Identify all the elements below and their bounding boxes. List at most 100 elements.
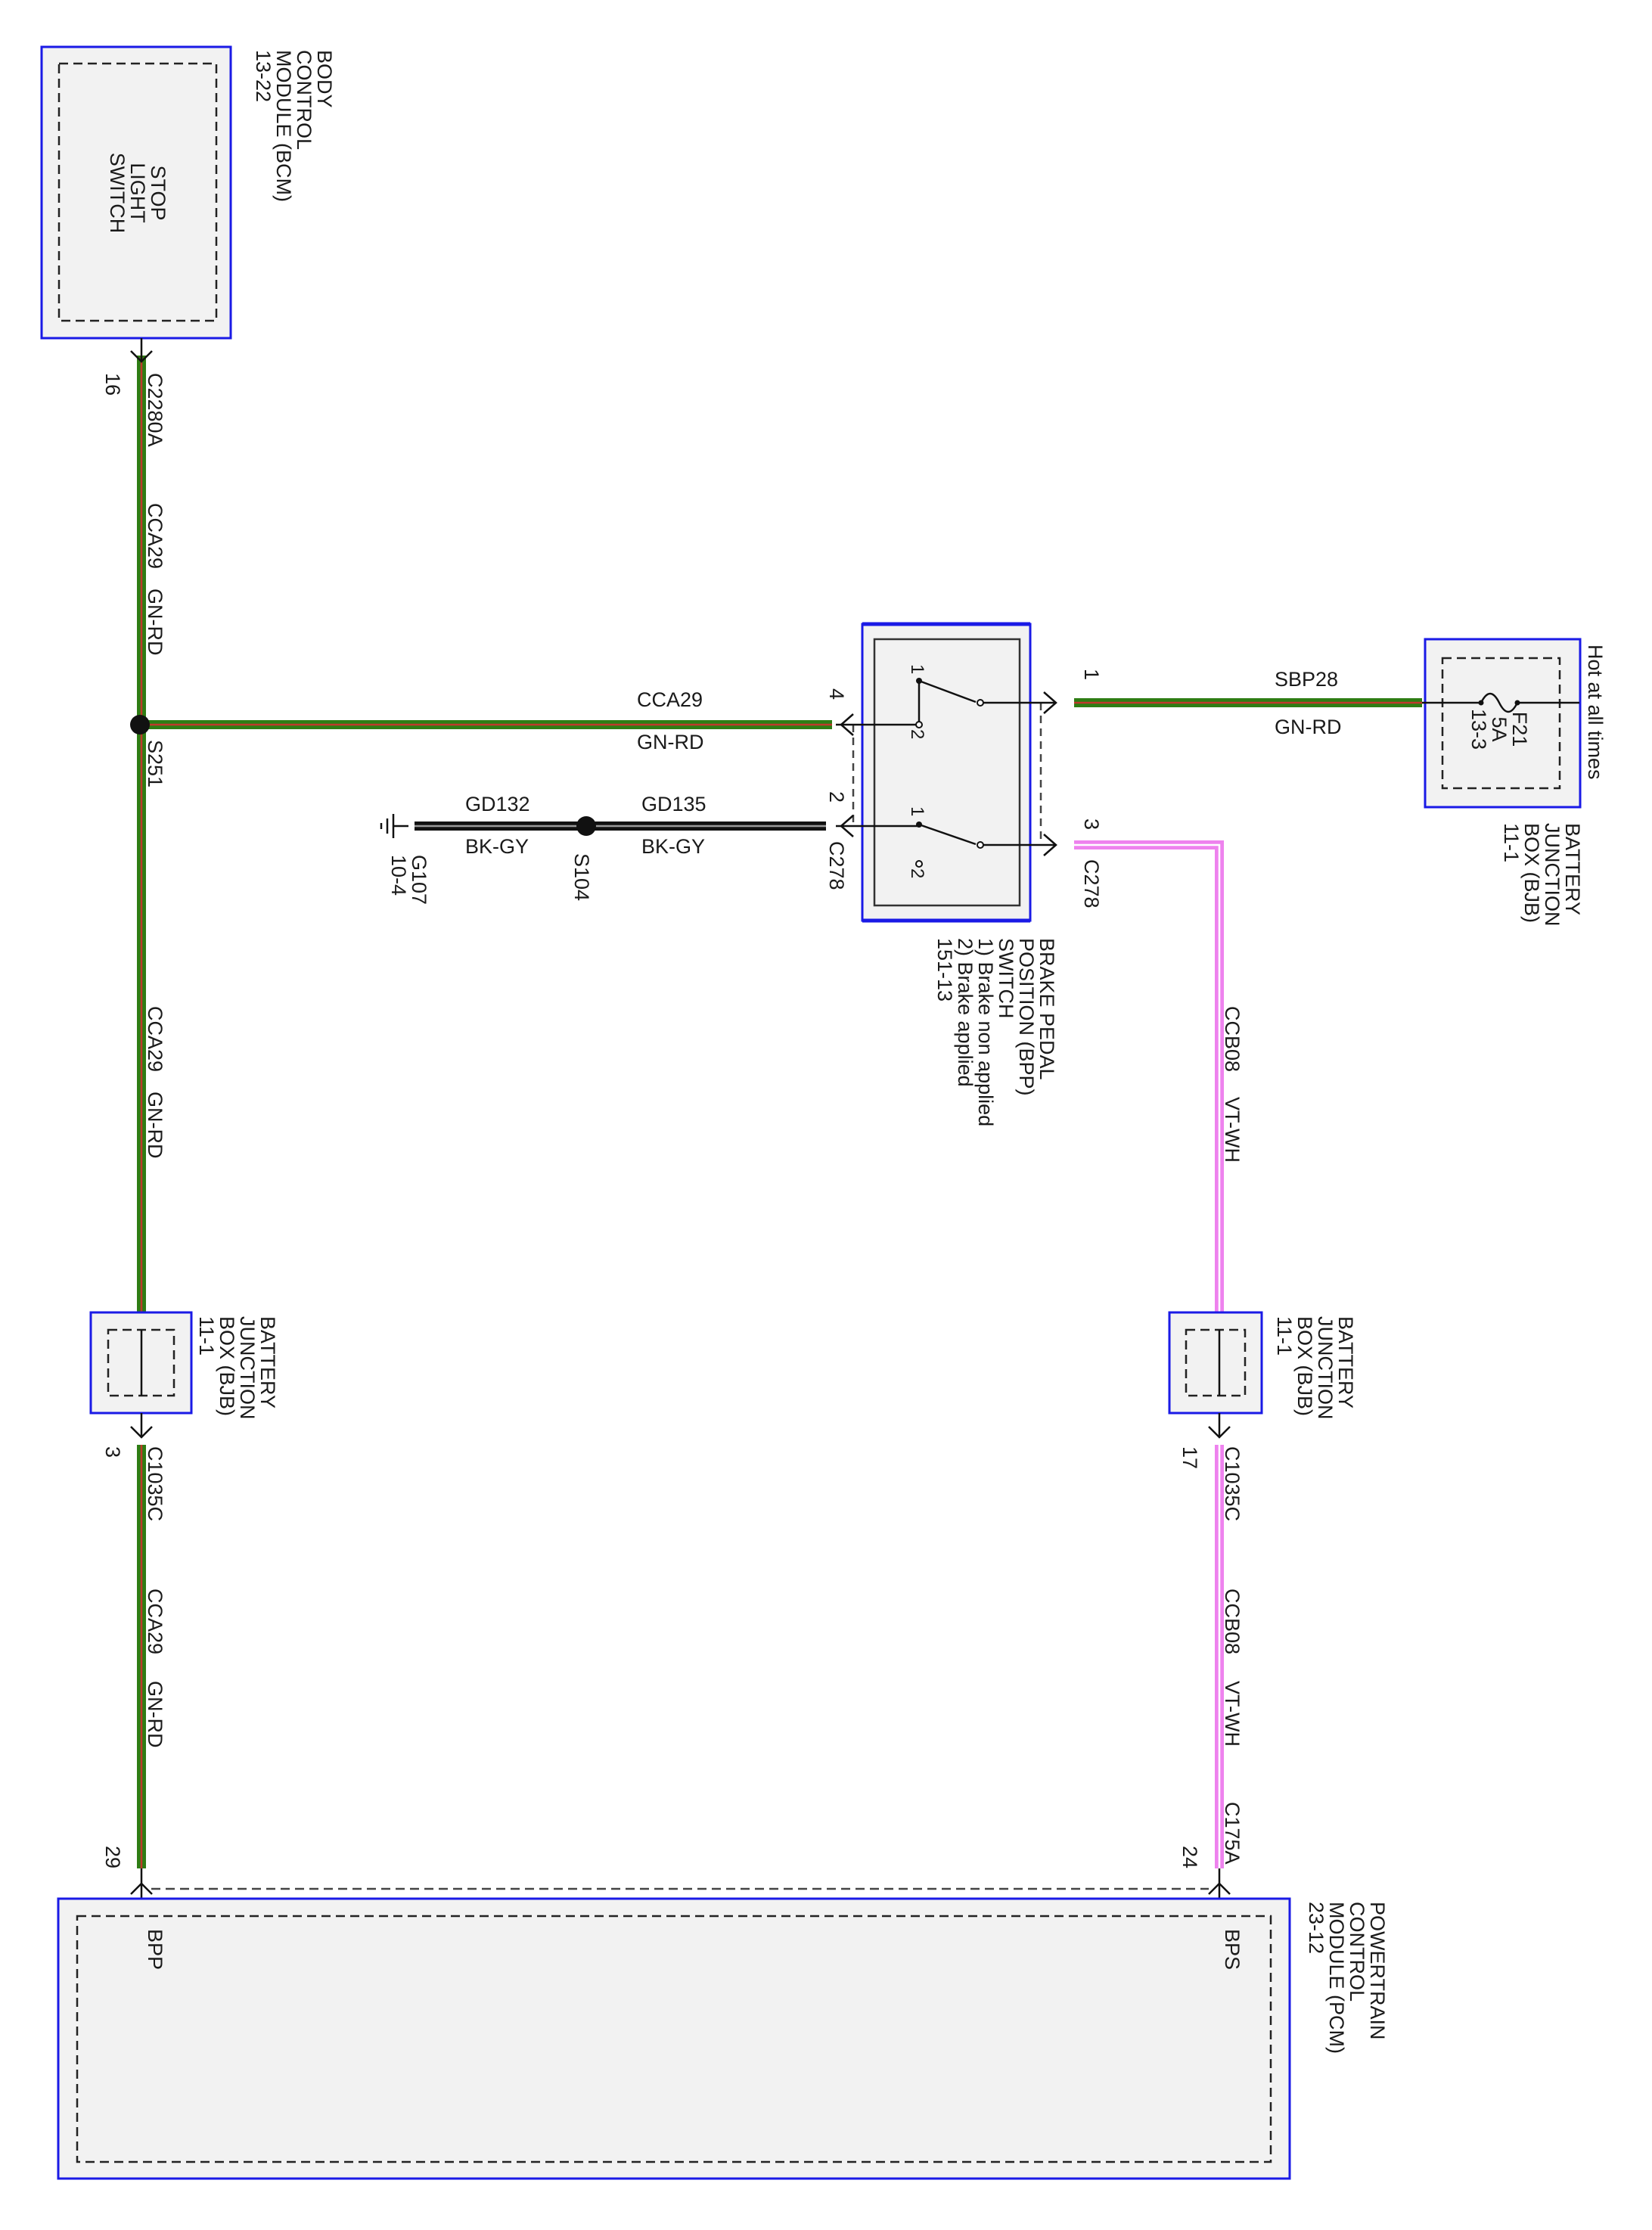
pcm-bpp-pin-label: BPP — [144, 1929, 166, 1970]
svg-text:MODULE (BCM): MODULE (BCM) — [272, 50, 295, 202]
bcm-name-label: BODY CONTROL MODULE (BCM) 13-22 — [252, 50, 336, 202]
c278-left-label: C278 — [825, 841, 848, 890]
svg-text:MODULE (PCM): MODULE (PCM) — [1325, 1902, 1348, 2054]
s104-label: S104 — [570, 853, 593, 901]
c278-right-label: C278 — [1080, 859, 1103, 908]
c1035c-left-label: C1035C — [144, 1446, 166, 1521]
svg-text:11-1: 11-1 — [1500, 823, 1523, 862]
s251-splice[interactable] — [130, 715, 150, 735]
ccb08-lower-color-label: VT-WH — [1221, 1681, 1244, 1747]
c2280a-connector-symbol — [130, 338, 153, 363]
cca29-horiz-circuit-label: CCA29 — [637, 688, 703, 711]
fuse-f21-label: F21 5A 13-3 — [1467, 709, 1531, 750]
bcm-inner-outline — [57, 62, 218, 322]
svg-text:1: 1 — [907, 664, 927, 674]
cca29-mid-color-label: GN-RD — [144, 1092, 166, 1159]
svg-text:CONTROL: CONTROL — [293, 50, 315, 150]
svg-text:POSITION (BPP): POSITION (BPP) — [1015, 938, 1038, 1096]
svg-text:10-4: 10-4 — [387, 855, 410, 896]
svg-text:JUNCTION: JUNCTION — [1314, 1316, 1337, 1420]
svg-text:BATTERY: BATTERY — [256, 1316, 279, 1409]
body-control-module[interactable]: STOP LIGHT SWITCH BODY CONTROL MODULE (B… — [40, 45, 336, 363]
bjb-right-box — [1168, 1311, 1263, 1415]
powertrain-control-module[interactable]: BPP BPS POWERTRAIN CONTROL MODULE (PCM) … — [57, 1868, 1389, 2180]
svg-text:BOX (BJB): BOX (BJB) — [216, 1316, 238, 1416]
gd132-circuit-label: GD132 — [465, 793, 530, 815]
c175a-label: C175A — [1221, 1802, 1244, 1865]
cca29-horiz-color-label: GN-RD — [637, 731, 704, 753]
ground-g107[interactable] — [380, 814, 408, 838]
sbp28-color-label: GN-RD — [1275, 716, 1342, 738]
cca29-top-color-label: GN-RD — [144, 589, 166, 656]
bpp-name-label: BRAKE PEDAL POSITION (BPP) SWITCH 1) Bra… — [933, 938, 1058, 1126]
pcm-box — [57, 1897, 1291, 2180]
gd135-color-label: BK-GY — [641, 835, 705, 858]
svg-text:1: 1 — [907, 806, 927, 816]
battery-junction-box-fuse[interactable]: F21 5A 13-3 Hot at all times BATTERY JUN… — [1422, 638, 1607, 927]
svg-text:G107: G107 — [408, 855, 430, 905]
pcm-pin-29-label: 29 — [101, 1846, 124, 1868]
svg-text:BATTERY: BATTERY — [1561, 823, 1584, 915]
c278-pin-4-label: 4 — [825, 688, 848, 700]
svg-text:BODY: BODY — [313, 50, 336, 108]
hot-at-all-times-label: Hot at all times — [1584, 644, 1607, 780]
svg-text:11-1: 11-1 — [195, 1316, 218, 1356]
svg-text:CONTROL: CONTROL — [1346, 1902, 1368, 2002]
s104-splice[interactable] — [576, 816, 596, 836]
bjb-right-inner-outline — [1185, 1328, 1247, 1397]
svg-text:BATTERY: BATTERY — [1334, 1316, 1357, 1409]
bjb-top-name-label: BATTERY JUNCTION BOX (BJB) 11-1 — [1500, 823, 1584, 927]
sbp28-circuit-label: SBP28 — [1275, 668, 1338, 691]
pcm-inner-outline — [76, 1915, 1272, 2163]
cca29-mid-circuit-label: CCA29 — [144, 1006, 166, 1072]
svg-text:JUNCTION: JUNCTION — [236, 1316, 259, 1420]
c175a-pin-label: 24 — [1178, 1846, 1201, 1868]
bjb-top-box — [1424, 638, 1582, 809]
svg-text:2: 2 — [907, 868, 927, 878]
cca29-bottom-circuit-label: CCA29 — [144, 1589, 166, 1654]
c1035c-left-pin-label: 3 — [101, 1446, 124, 1458]
ccb08-upper-circuit-label: CCB08 — [1221, 1006, 1244, 1072]
g107-label: G107 10-4 — [387, 855, 430, 905]
s251-label: S251 — [144, 740, 166, 787]
svg-text:2: 2 — [907, 729, 927, 739]
battery-junction-box-right[interactable]: BATTERY JUNCTION BOX (BJB) 11-1 — [1168, 1311, 1357, 1439]
cca29-bottom-color-label: GN-RD — [144, 1681, 166, 1748]
pcm-name-label: POWERTRAIN CONTROL MODULE (PCM) 23-12 — [1305, 1902, 1389, 2054]
fuse-f21-icon — [1422, 692, 1579, 713]
ccb08-upper-color-label: VT-WH — [1221, 1097, 1244, 1163]
bjb-left-name-label: BATTERY JUNCTION BOX (BJB) 11-1 — [195, 1316, 279, 1420]
svg-text:POWERTRAIN: POWERTRAIN — [1366, 1902, 1389, 2040]
battery-junction-box-left[interactable]: BATTERY JUNCTION BOX (BJB) 11-1 — [89, 1311, 279, 1439]
c1035c-right-label: C1035C — [1221, 1446, 1244, 1521]
wire-ccb08-upper[interactable] — [1074, 840, 1224, 1312]
c278-pin-2-label: 2 — [825, 791, 848, 803]
svg-text:13-3: 13-3 — [1467, 709, 1490, 750]
bjb-right-name-label: BATTERY JUNCTION BOX (BJB) 11-1 — [1273, 1316, 1357, 1420]
brake-pedal-position-switch[interactable]: 1 2 1 2 BRAKE PEDAL POSITION (BPP) SWITC… — [836, 622, 1058, 1126]
svg-text:2) Brake applied: 2) Brake applied — [954, 938, 977, 1087]
ccb08-lower-circuit-label: CCB08 — [1221, 1589, 1244, 1654]
svg-text:STOP: STOP — [147, 165, 169, 220]
svg-text:1) Brake non applied: 1) Brake non applied — [974, 938, 997, 1126]
svg-text:151-13: 151-13 — [933, 938, 956, 1002]
svg-text:LIGHT: LIGHT — [126, 163, 149, 223]
bpp-switch-upper: 1 2 — [836, 664, 1055, 739]
bcm-inner-label: STOP LIGHT SWITCH — [106, 153, 169, 233]
pcm-bps-pin-label: BPS — [1221, 1929, 1244, 1970]
c2280a-pin-label: 16 — [101, 373, 124, 396]
svg-text:BRAKE PEDAL: BRAKE PEDAL — [1036, 938, 1058, 1080]
c2280a-label: C2280A — [144, 373, 166, 447]
svg-text:F21: F21 — [1508, 712, 1531, 747]
svg-text:JUNCTION: JUNCTION — [1541, 823, 1564, 927]
bjb-top-inner-outline — [1441, 657, 1561, 790]
bpp-inner-outline — [873, 638, 1021, 907]
gd132-color-label: BK-GY — [465, 835, 529, 858]
svg-text:5A: 5A — [1488, 716, 1511, 741]
c278-pin-3-label: 3 — [1080, 818, 1103, 830]
svg-text:SWITCH: SWITCH — [995, 938, 1017, 1018]
svg-text:11-1: 11-1 — [1273, 1316, 1296, 1356]
svg-text:13-22: 13-22 — [252, 50, 275, 102]
gd135-circuit-label: GD135 — [641, 793, 706, 815]
